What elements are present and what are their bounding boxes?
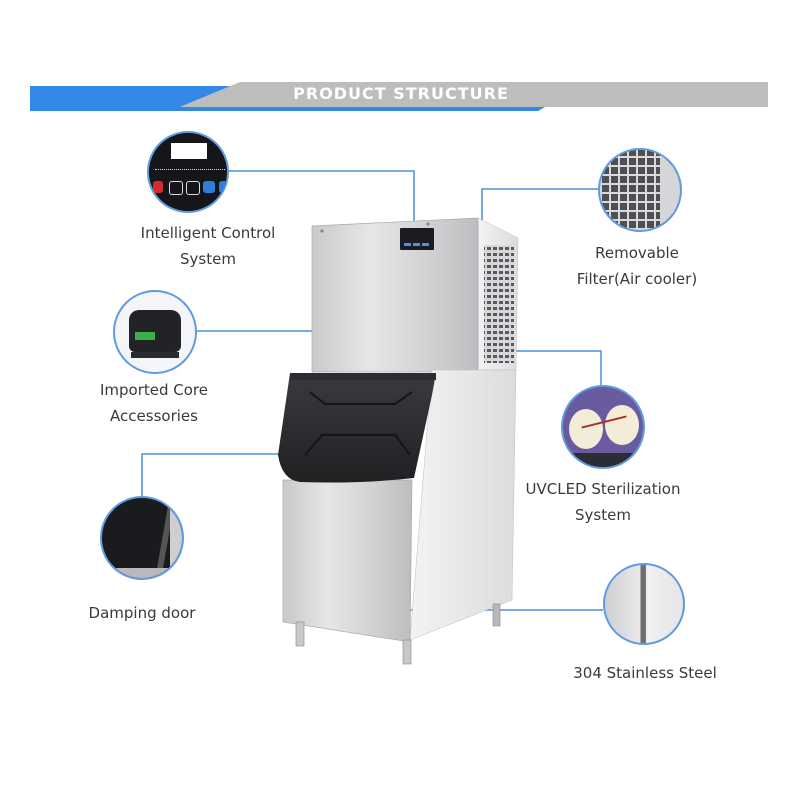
control-panel-closeup-icon xyxy=(147,131,229,213)
compressor-closeup-icon xyxy=(113,290,197,374)
callout-label-compressor: Imported Core Accessories xyxy=(99,381,209,425)
damping-door-closeup-icon xyxy=(100,496,184,580)
callout-label-uvc: UVCLED Sterilization System xyxy=(525,480,681,524)
callout-label-steel: 304 Stainless Steel xyxy=(573,664,717,682)
callout-label-door: Damping door xyxy=(88,604,196,622)
control-display xyxy=(400,228,434,250)
callout-label-control: Intelligent Control System xyxy=(140,224,276,268)
stainless-steel-closeup-icon xyxy=(603,563,685,645)
damping-door xyxy=(278,373,436,483)
callout-label-filter: Removable Filter(Air cooler) xyxy=(576,244,698,288)
air-filter-grille-closeup-icon xyxy=(598,148,682,232)
banner-title: PRODUCT STRUCTURE xyxy=(293,84,509,103)
banner-shape xyxy=(30,82,768,111)
side-grille xyxy=(484,245,514,363)
uvc-led-closeup-icon xyxy=(561,385,645,469)
